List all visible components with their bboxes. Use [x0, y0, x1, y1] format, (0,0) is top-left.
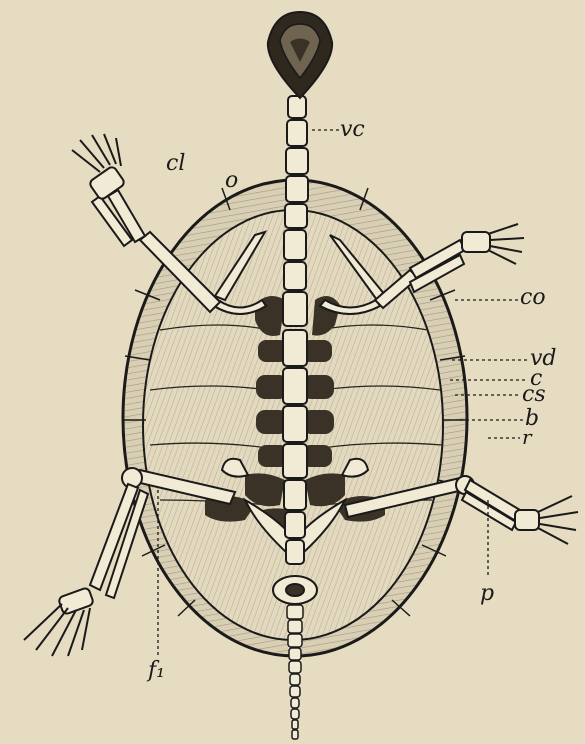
label-p: p — [480, 583, 494, 605]
label-r: r — [522, 427, 532, 447]
label-co: co — [520, 287, 546, 309]
label-cl: cl — [166, 153, 185, 175]
label-vc: vc — [340, 119, 365, 141]
vertebral-column — [283, 230, 307, 564]
label-cs: cs — [522, 384, 546, 406]
neck-vertebrae — [285, 96, 308, 228]
label-f: f₁ — [148, 660, 165, 682]
skull — [268, 12, 332, 98]
label-o: o — [225, 170, 238, 192]
tail — [287, 605, 303, 739]
